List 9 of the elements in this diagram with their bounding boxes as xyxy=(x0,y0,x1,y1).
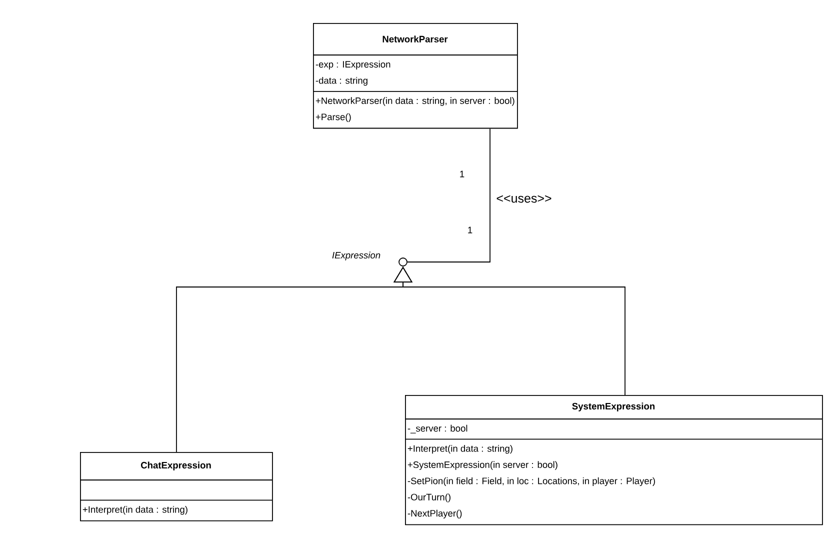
class-box: ChatExpression +Interpret(in data : string) xyxy=(80,452,273,522)
connector xyxy=(407,128,490,262)
interface-label: IExpression xyxy=(332,252,380,260)
multiplicity-label: 1 xyxy=(468,226,472,234)
class-box: NetworkParser -exp : IExpression -data : string +NetworkParser(in data : string, in server : bool) +Parse() xyxy=(312,23,518,129)
multiplicity-label: 1 xyxy=(460,170,464,178)
edge-label: <<uses>> xyxy=(495,194,553,204)
interface-circle xyxy=(398,258,408,266)
class-box: SystemExpression -_server : bool +Interpret(in data : string) +SystemExpression(in server : bool) -SetPion(in field : Field, in loc : Locations, in player : Player) -OurTurn() -NextPlayer() xyxy=(404,395,823,526)
